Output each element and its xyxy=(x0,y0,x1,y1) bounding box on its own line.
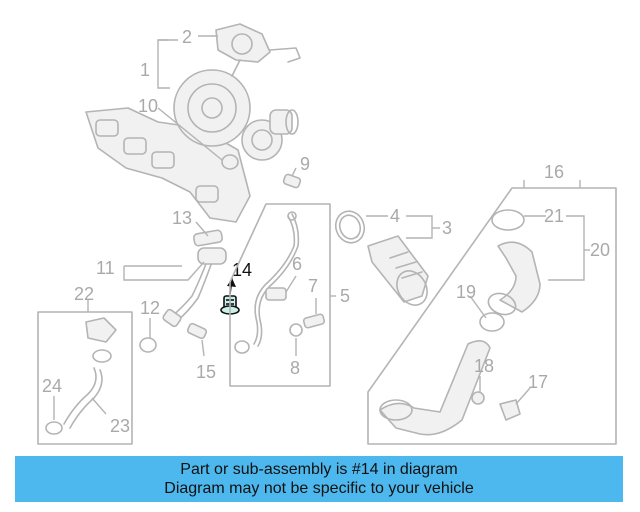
callout-label-21: 21 xyxy=(544,206,564,226)
callout-label-12: 12 xyxy=(140,298,160,318)
box-5-oil-return-line xyxy=(229,203,331,387)
callout-label-15: 15 xyxy=(196,362,216,382)
callout-label-20: 20 xyxy=(590,240,610,260)
callout-label-17: 17 xyxy=(528,372,548,392)
banner-line-2: Diagram may not be specific to your vehi… xyxy=(164,480,474,497)
callout-label-23: 23 xyxy=(110,416,130,436)
callout-label-3: 3 xyxy=(442,218,452,238)
callout-label-1: 1 xyxy=(140,60,150,80)
callout-label-2: 2 xyxy=(182,27,192,47)
box-22-coolant-hose xyxy=(37,311,133,445)
callout-label-11: 11 xyxy=(96,258,115,278)
callout-label-24: 24 xyxy=(42,376,62,396)
intake-pipe-assembly xyxy=(334,210,429,306)
parts-diagram: 1 2 9 10 11 12 13 15 14 xyxy=(37,23,617,445)
box-16-charge-air-hose xyxy=(367,180,617,445)
callout-label-5: 5 xyxy=(340,286,350,306)
callout-leaders-turbo xyxy=(157,35,297,177)
turbocharger-assembly xyxy=(85,23,302,223)
callout-label-4: 4 xyxy=(390,206,400,226)
callout-label-16: 16 xyxy=(544,162,564,182)
callout-label-9: 9 xyxy=(300,154,310,174)
banner-line-1: Part or sub-assembly is #14 in diagram xyxy=(180,461,458,478)
callout-label-19: 19 xyxy=(456,282,476,302)
oil-supply-line xyxy=(139,229,227,353)
callout-label-10: 10 xyxy=(138,96,158,116)
callout-label-7: 7 xyxy=(308,276,318,296)
callout-label-6: 6 xyxy=(292,254,302,274)
callout-label-18: 18 xyxy=(474,356,494,376)
callout-leaders-box16 xyxy=(469,180,590,405)
callout-label-13: 13 xyxy=(172,208,192,228)
callout-leaders-box5 xyxy=(285,275,336,356)
callout-leaders-box22 xyxy=(53,300,107,420)
callout-label-22: 22 xyxy=(74,284,94,304)
callout-label-8: 8 xyxy=(290,358,300,378)
info-banner: Part or sub-assembly is #14 in diagram D… xyxy=(15,456,623,502)
callout-leaders-intake xyxy=(366,215,440,239)
callout-leaders-oil xyxy=(123,221,209,357)
